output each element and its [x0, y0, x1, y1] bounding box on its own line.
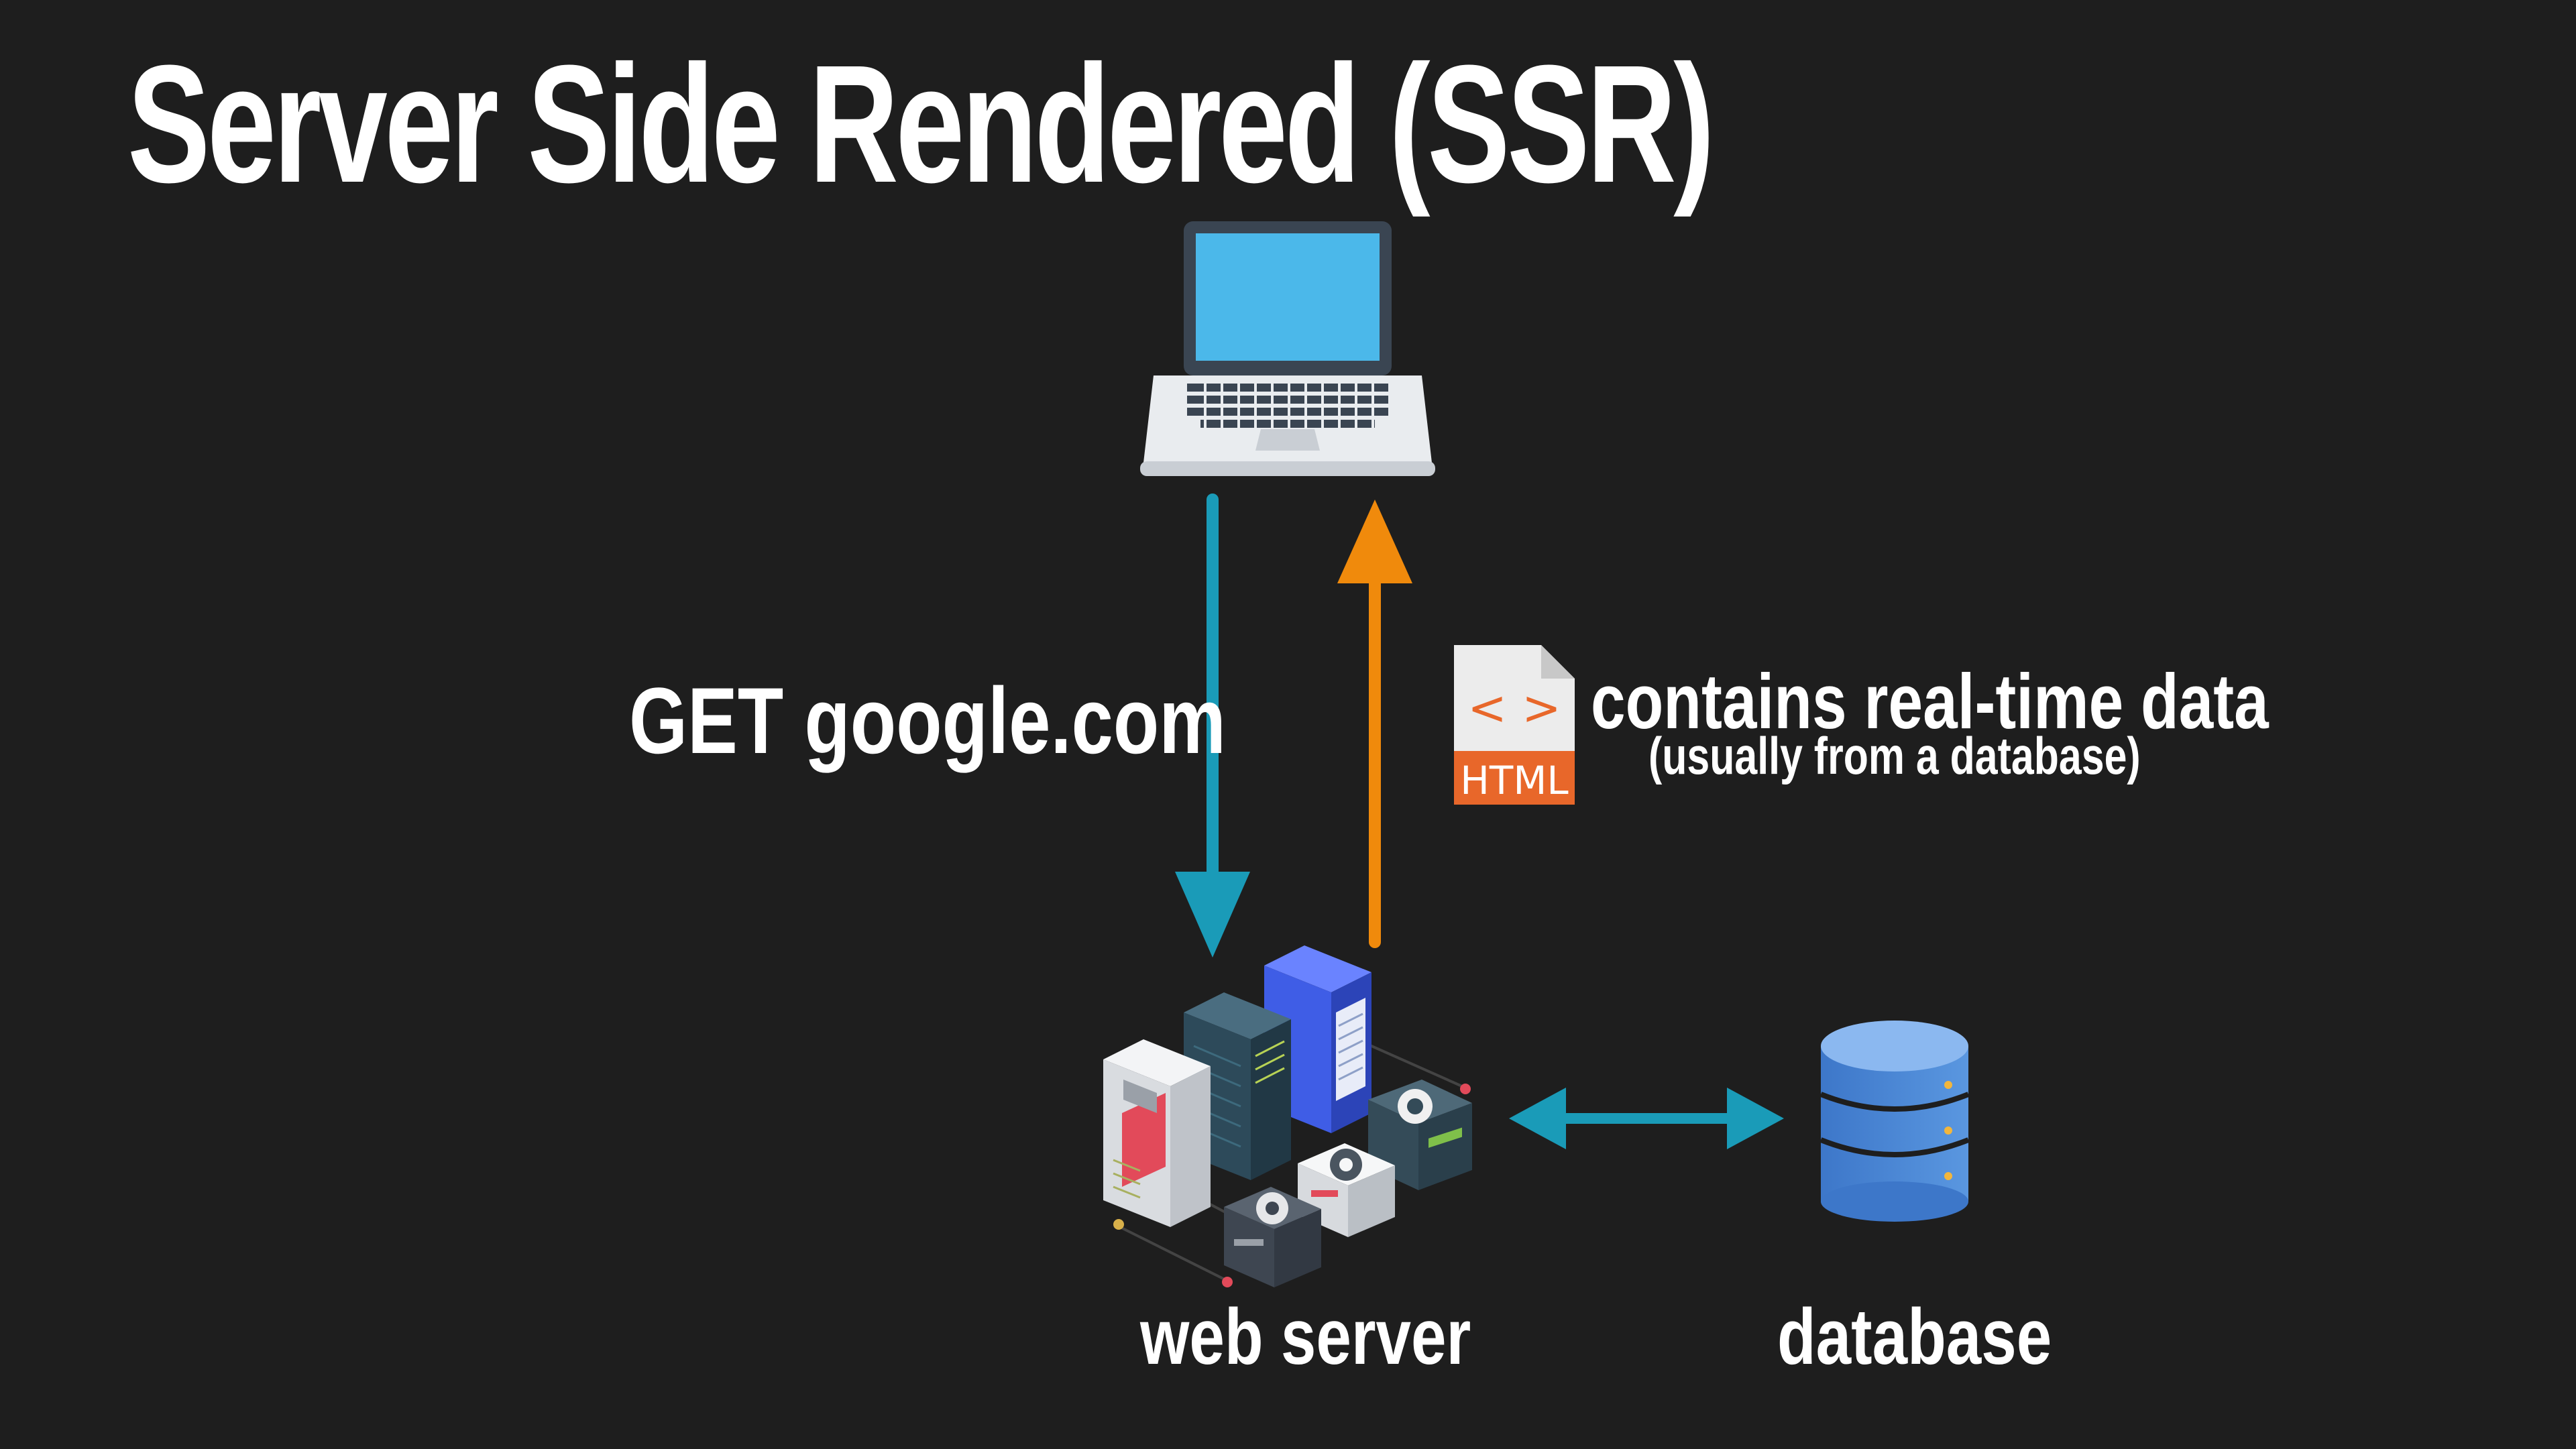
db-sync-arrow: [1509, 1088, 1784, 1149]
server-rack-icon: [1103, 945, 1472, 1287]
database-icon: [1819, 1021, 1970, 1222]
response-arrow: [1337, 500, 1412, 948]
html-file-icon: < > HTML: [1454, 645, 1575, 805]
laptop-icon: [1140, 221, 1435, 476]
html-badge-text: HTML: [1460, 758, 1568, 803]
database-label: database: [1777, 1293, 2052, 1381]
slide-title: Server Side Rendered (SSR): [127, 30, 1715, 217]
request-label: GET google.com: [629, 668, 1226, 773]
request-arrow: [1175, 494, 1250, 958]
response-sublabel: (usually from a database): [1648, 726, 2141, 785]
web-server-label: web server: [1140, 1293, 1471, 1381]
html-code-glyph: < >: [1467, 681, 1561, 736]
response-label: contains real-time data: [1591, 658, 2269, 745]
